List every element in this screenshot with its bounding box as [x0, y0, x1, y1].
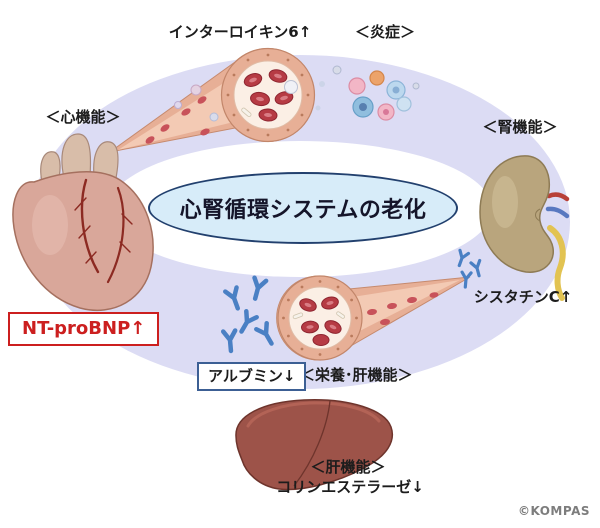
label-inflammation: ＜炎症＞ [354, 23, 416, 41]
liver-icon [235, 399, 393, 491]
label-cardiac-function: ＜心機能＞ [45, 108, 121, 126]
copyright-credit: ©KOMPAS [517, 504, 590, 518]
small-cells-icon [174, 84, 219, 122]
inflammation-cells-icon [332, 65, 420, 121]
blood-vessel-top-icon [109, 47, 325, 153]
kidney-icon [479, 155, 570, 301]
label-interleukin6: インターロイキン6↑ [168, 23, 312, 41]
blood-vessel-bottom-icon [276, 275, 471, 361]
label-renal-function: ＜腎機能＞ [482, 118, 558, 136]
diagram-title: 心腎循環システムの老化 [179, 198, 427, 223]
label-cholinesterase: コリンエステラーゼ↓ [276, 478, 424, 496]
heart-icon [12, 133, 154, 312]
albumin-badge: アルブミン↓ [197, 362, 307, 391]
cystatin-molecules-icon [457, 248, 482, 289]
label-nutrition-liver-function: ＜栄養･肝機能＞ [300, 366, 413, 384]
nt-probnp-badge: NT-proBNP↑ [8, 312, 160, 346]
albumin-molecules-icon [220, 275, 274, 354]
central-title-ellipse: 心腎循環システムの老化 [148, 172, 458, 244]
label-liver-function: ＜肝機能＞ [310, 458, 386, 476]
label-cystatin-c: シスタチンC↑ [473, 288, 573, 306]
